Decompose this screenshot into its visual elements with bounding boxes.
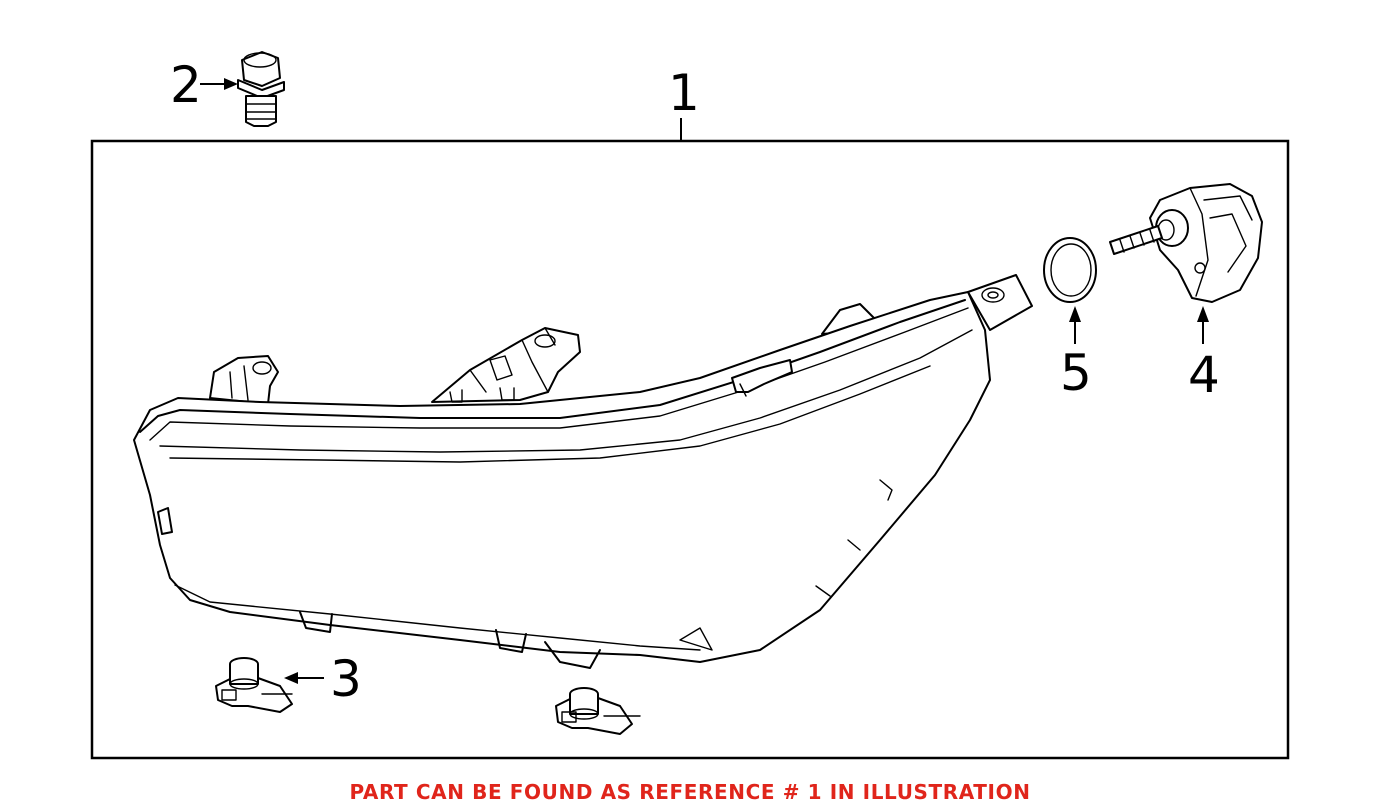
assembly-frame [90,139,1290,760]
callout-5: 5 [1060,344,1092,402]
callout-2: 2 [170,56,202,114]
callout-3: 3 [330,650,362,708]
reference-note: PART CAN BE FOUND AS REFERENCE # 1 IN IL… [349,780,1031,804]
clip-nut-second [555,687,641,735]
parts-diagram: 1 2 3 4 5 [90,51,1290,760]
bolt [237,51,285,127]
arrowhead-3 [284,672,298,684]
arrowhead-4 [1197,306,1209,322]
headlamp-assembly [133,274,1033,669]
leveling-motor [1109,183,1263,303]
callout-1: 1 [668,64,700,122]
o-ring [1043,237,1097,303]
clip-nut [215,657,293,713]
arrowhead-2 [224,78,238,90]
callout-4: 4 [1188,346,1220,404]
arrowhead-5 [1069,306,1081,322]
